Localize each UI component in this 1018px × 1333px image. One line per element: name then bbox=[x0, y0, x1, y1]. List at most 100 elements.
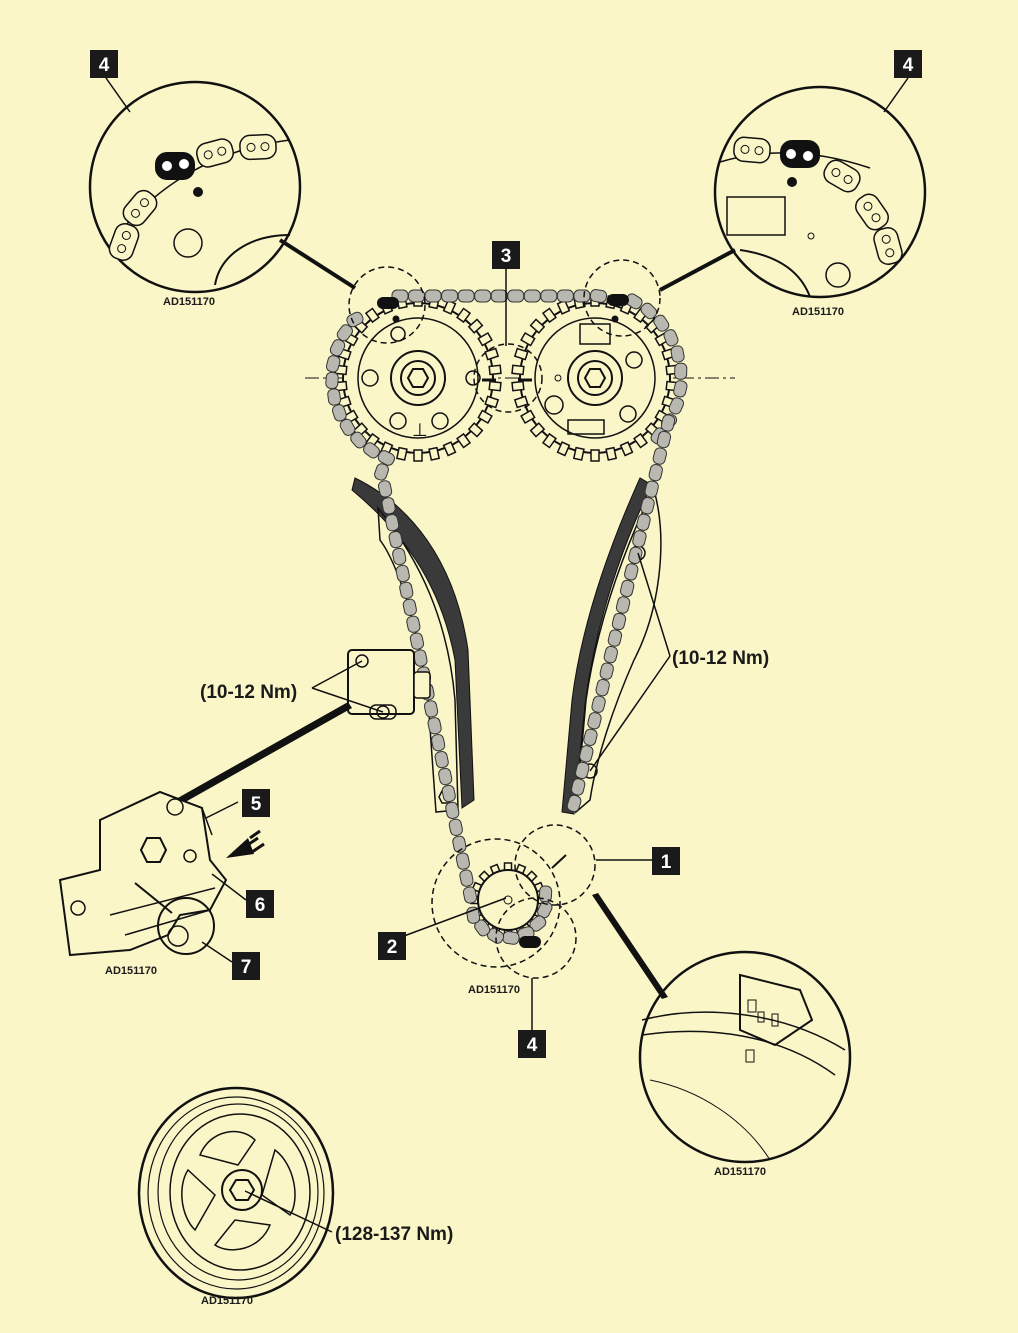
gear-tooth bbox=[488, 380, 502, 392]
svg-text:⊥: ⊥ bbox=[412, 420, 428, 440]
chain-link bbox=[108, 223, 140, 261]
chain-link bbox=[325, 371, 339, 390]
gear-tooth bbox=[541, 432, 557, 449]
chain-link bbox=[652, 447, 668, 465]
retaining-pin-ring bbox=[157, 897, 215, 955]
tensioner-pointer bbox=[176, 702, 352, 805]
gear-tooth bbox=[590, 449, 600, 462]
torque-label-guide: (10-12 Nm) bbox=[672, 648, 769, 669]
chain-link bbox=[556, 289, 574, 303]
chain-link bbox=[122, 189, 158, 227]
callout-7: 7 bbox=[232, 952, 260, 980]
chain-link bbox=[607, 629, 623, 647]
chain-link bbox=[673, 380, 688, 398]
callout-5: 5 bbox=[242, 789, 270, 817]
right-guide-body bbox=[575, 488, 662, 814]
chain-link bbox=[423, 700, 439, 718]
chain-link bbox=[441, 784, 456, 803]
chain-link bbox=[395, 564, 410, 583]
chain-link bbox=[457, 289, 475, 303]
ref-code-detail-top-left: AD151170 bbox=[163, 296, 215, 308]
svg-text:7: 7 bbox=[241, 957, 252, 978]
chain-link bbox=[327, 388, 341, 406]
ref-code-crank-mark: AD151170 bbox=[714, 1166, 766, 1178]
callout-1: 1 bbox=[652, 847, 680, 875]
gear-tooth bbox=[513, 347, 529, 361]
chain-link bbox=[583, 728, 598, 746]
chain-link bbox=[502, 931, 520, 945]
chain-link bbox=[656, 430, 672, 449]
callout-6: 6 bbox=[246, 890, 274, 918]
chain-link bbox=[507, 289, 525, 303]
chain-link bbox=[640, 302, 658, 320]
ref-code-crank-sprocket: AD151170 bbox=[468, 984, 520, 996]
chain-link bbox=[438, 767, 453, 786]
gear-tooth bbox=[484, 347, 500, 361]
chain-link bbox=[570, 778, 586, 796]
gear-tooth bbox=[556, 441, 571, 457]
chain-link bbox=[490, 289, 508, 303]
gear-tooth bbox=[456, 307, 472, 324]
chain-link bbox=[409, 632, 425, 650]
chain-link bbox=[196, 138, 234, 168]
svg-text:4: 4 bbox=[99, 55, 110, 76]
chain-link bbox=[388, 530, 403, 549]
gear-tooth bbox=[619, 441, 634, 457]
timing-chain bbox=[325, 289, 688, 948]
svg-text:4: 4 bbox=[527, 1035, 538, 1056]
chain-link bbox=[413, 649, 428, 667]
chain-link bbox=[591, 695, 606, 713]
tensioner-detail bbox=[58, 790, 228, 957]
chain-link bbox=[385, 514, 400, 532]
gear-tooth bbox=[456, 432, 472, 449]
chain-link bbox=[350, 431, 367, 449]
chain-link bbox=[448, 818, 463, 836]
chain-link bbox=[363, 442, 380, 459]
ref-code-crank-pulley: AD151170 bbox=[201, 1295, 253, 1307]
hex-bolt-icon bbox=[228, 1179, 256, 1201]
chain-link bbox=[325, 355, 341, 373]
chain-link bbox=[424, 289, 442, 303]
callout-4-top-left: 4 bbox=[90, 50, 118, 78]
chain-link bbox=[632, 530, 647, 548]
gear-tooth bbox=[529, 422, 546, 438]
detail-circle-mesh bbox=[473, 343, 543, 413]
crank-pulley bbox=[137, 1086, 335, 1300]
ref-code-detail-top-right: AD151170 bbox=[792, 306, 844, 318]
chain-link bbox=[615, 596, 631, 614]
gear-tooth bbox=[511, 380, 525, 392]
chain-link bbox=[636, 513, 651, 531]
chain-link bbox=[579, 745, 594, 763]
hex-bolt-icon bbox=[406, 368, 430, 388]
chain-link bbox=[392, 547, 407, 566]
chain-link bbox=[573, 289, 591, 303]
tensioner-installed bbox=[347, 649, 431, 720]
gear-tooth bbox=[541, 307, 557, 324]
chain-link bbox=[462, 886, 478, 904]
chain-link bbox=[339, 418, 356, 436]
chain-link bbox=[733, 136, 771, 164]
right-chain-guide bbox=[561, 477, 653, 815]
detail-circle-top-right bbox=[583, 259, 661, 337]
callout-4-top-right: 4 bbox=[894, 50, 922, 78]
chain-link bbox=[399, 581, 414, 600]
chain-link bbox=[855, 193, 889, 231]
chain-link bbox=[402, 598, 417, 616]
detail-circle-crank-mark bbox=[514, 824, 596, 906]
callout-2: 2 bbox=[378, 932, 406, 960]
gear-tooth bbox=[605, 446, 618, 461]
svg-text:3: 3 bbox=[501, 246, 512, 267]
chain-link bbox=[575, 761, 590, 780]
chain-link bbox=[644, 480, 659, 498]
gear-tooth bbox=[477, 409, 493, 424]
timing-mark-link bbox=[607, 294, 629, 306]
chain-link bbox=[445, 801, 460, 820]
chain-link bbox=[459, 869, 474, 887]
chain-link bbox=[640, 497, 655, 515]
detail-circle-crank-link bbox=[495, 897, 577, 979]
chain-link bbox=[660, 414, 676, 432]
chain-link bbox=[427, 717, 442, 735]
gear-tooth bbox=[513, 395, 529, 409]
svg-text:5: 5 bbox=[251, 794, 262, 815]
